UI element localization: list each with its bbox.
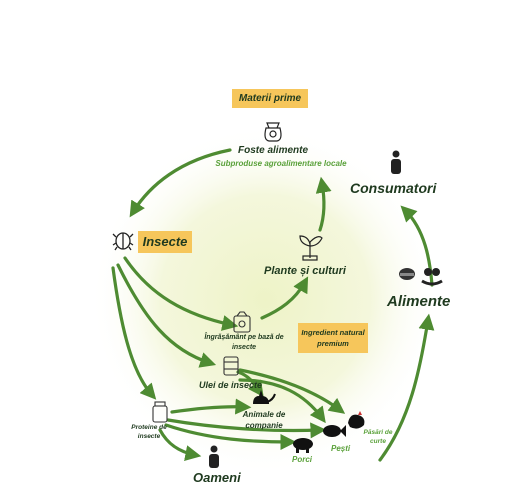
arrow-insecte-to-ingrasamant bbox=[123, 256, 239, 331]
label-pesti: Pești bbox=[331, 444, 351, 453]
arrow-proteine-to-porci bbox=[164, 423, 297, 450]
background-glow bbox=[90, 125, 440, 475]
person-icon bbox=[391, 150, 401, 174]
label-proteine: Proteine de insecte bbox=[131, 424, 167, 440]
pig-icon bbox=[293, 438, 313, 453]
plant-icon bbox=[299, 235, 323, 261]
label-porci: Porci bbox=[292, 455, 313, 464]
arrow-insecte-to-proteine bbox=[111, 266, 157, 400]
arrow-ingrasamant-to-plante bbox=[260, 276, 309, 320]
arrow-plante-to-foste bbox=[315, 176, 332, 232]
person-icon-2 bbox=[209, 445, 219, 468]
arrow-ulei-to-pasari bbox=[238, 368, 346, 414]
label-subproduse: Subproduse agroalimentare locale bbox=[215, 159, 347, 168]
tag-ingredient: Ingredient natural premium bbox=[298, 323, 368, 353]
cat-dog-icon bbox=[253, 390, 276, 404]
label-animale: Animale de companie bbox=[242, 410, 286, 430]
arrow-proteine-to-animale bbox=[170, 398, 252, 415]
fish-icon bbox=[323, 425, 346, 437]
arrow-foste-to-insecte bbox=[129, 148, 232, 218]
label-plante: Plante și culturi bbox=[264, 265, 346, 277]
arrow-insecte-to-ulei bbox=[116, 263, 217, 368]
beetle-icon bbox=[112, 232, 134, 251]
arrow-ulei-to-animale bbox=[236, 370, 264, 398]
arrow-alimente-to-consumatori bbox=[400, 205, 434, 287]
label-pasari: Păsări de curte bbox=[363, 429, 393, 445]
tag-insecte: Insecte bbox=[138, 231, 192, 253]
food-icon bbox=[399, 268, 443, 286]
label-ulei: Ulei de insecte bbox=[199, 380, 263, 390]
oil-jar-icon bbox=[223, 356, 239, 376]
label-alimente: Alimente bbox=[387, 293, 451, 310]
fertilizer-bag-icon bbox=[233, 311, 251, 333]
label-foste-alimente: Foste alimente bbox=[238, 145, 309, 156]
label-oameni: Oameni bbox=[193, 470, 241, 485]
chicken-icon bbox=[348, 411, 365, 429]
arrow-proteine-to-pesti bbox=[166, 418, 327, 439]
label-ingrasamant: Îngrășământ pe bază de insecte bbox=[204, 334, 284, 351]
tag-materii-prime: Materii prime bbox=[232, 89, 308, 108]
arrow-proteine-to-oameni bbox=[158, 428, 202, 461]
protein-jar-icon bbox=[152, 401, 168, 423]
label-consumatori: Consumatori bbox=[350, 180, 437, 196]
sack-icon bbox=[264, 122, 282, 142]
arrow-pasari-to-alimente bbox=[378, 313, 435, 462]
